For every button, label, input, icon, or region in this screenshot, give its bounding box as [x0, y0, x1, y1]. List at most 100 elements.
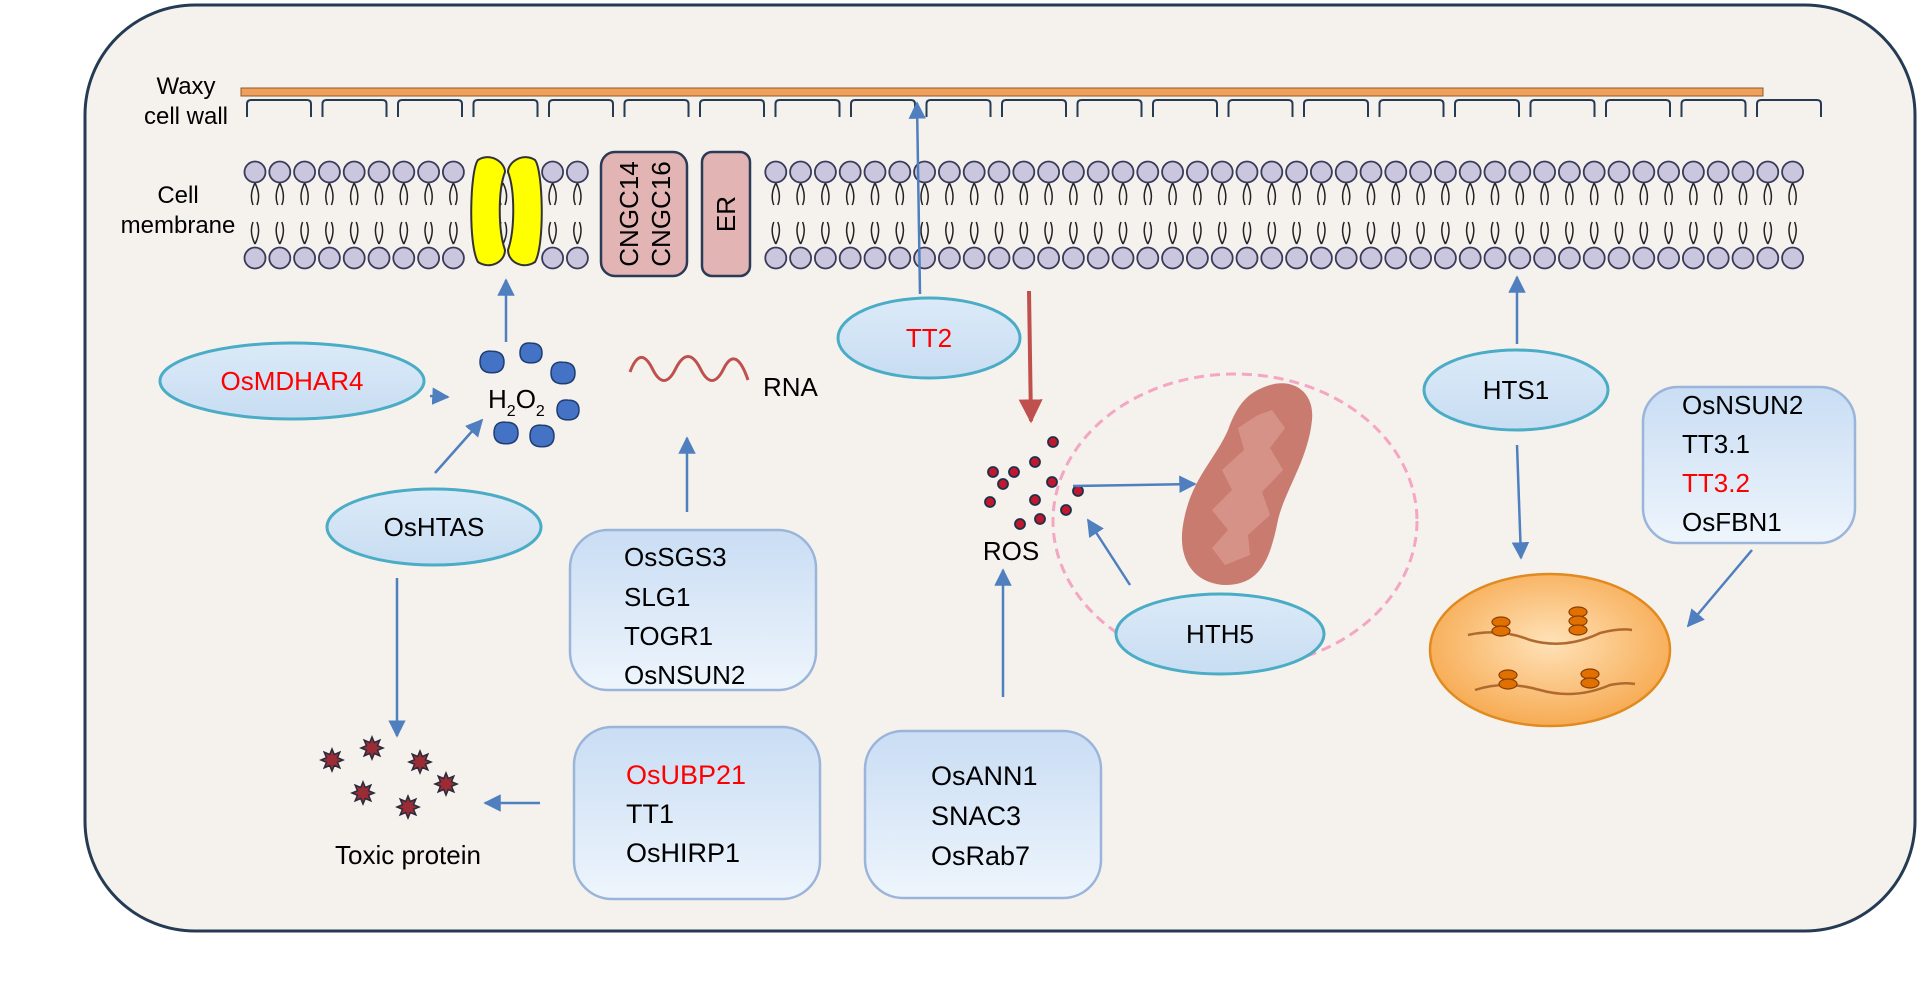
lipid-tail-bottom	[895, 221, 905, 245]
lipid-tail-bottom	[1416, 221, 1425, 245]
lipid-tail-top	[1788, 182, 1797, 206]
lipid-tail-top	[969, 182, 979, 206]
h2o2-blob	[519, 342, 543, 364]
lipid-head-bottom	[814, 246, 837, 270]
ribosome-subunit	[1491, 625, 1511, 637]
lipid-head-bottom	[1682, 246, 1705, 270]
lipid-tail-top	[1738, 182, 1748, 206]
lipid-tail-bottom	[1763, 221, 1773, 245]
lipid-head-bottom	[1310, 246, 1333, 270]
lipid-head-top	[1607, 160, 1631, 184]
h2o2-o: O	[516, 384, 536, 414]
lipid-tail-bottom	[1565, 221, 1574, 245]
lipid-tail-bottom	[1441, 221, 1450, 245]
rna-box-item-3: TOGR1	[624, 621, 713, 651]
lipid-tail-bottom	[424, 221, 433, 245]
arrow-hts1-to-ribosome	[1511, 444, 1530, 560]
ros-dot	[1047, 436, 1059, 448]
lipid-tail-bottom	[1540, 221, 1549, 245]
cell-wall-compartment	[774, 99, 841, 117]
tt2-ellipse	[836, 296, 1022, 380]
ros-label: ROS	[983, 536, 1039, 566]
lipid-tail-bottom	[1193, 221, 1202, 245]
lipid-tail-bottom	[1019, 221, 1029, 245]
lipid-head-top	[1434, 160, 1457, 184]
lipid-head-bottom	[268, 246, 292, 270]
lipid-head-top	[1508, 160, 1532, 184]
lipid-tail-bottom	[1664, 221, 1673, 245]
lipid-tail-bottom	[1143, 221, 1153, 245]
lipid-head-bottom	[1483, 246, 1507, 270]
ros-regulator-box	[863, 729, 1103, 900]
ros-dot	[1060, 504, 1072, 516]
lipid-head-bottom	[1409, 246, 1432, 270]
toxic-protein-star	[395, 794, 421, 820]
lipid-tail-top	[1168, 182, 1177, 206]
rna-box-item-2: SLG1	[624, 582, 691, 612]
ribosome-box-item-1: OsNSUN2	[1682, 390, 1803, 420]
lipid-head-bottom	[838, 246, 862, 270]
lipid-head-bottom	[1508, 246, 1532, 270]
ribosome-compartment	[1428, 572, 1672, 728]
lipid-tail-bottom	[1713, 221, 1723, 245]
lipid-head-top	[367, 160, 391, 184]
lipid-head-top	[938, 160, 961, 184]
lipid-head-top	[1334, 160, 1358, 184]
lipid-head-top	[1012, 160, 1036, 184]
lipid-tail-top	[1441, 182, 1450, 206]
cell-wall-compartment	[925, 99, 992, 117]
lipid-head-bottom	[863, 246, 887, 270]
h2o2-sub-2a: 2	[507, 403, 516, 420]
lipid-head-top	[1086, 160, 1110, 184]
lipid-tail-bottom	[1044, 221, 1053, 245]
lipid-head-bottom	[1012, 246, 1036, 270]
lipid-head-top	[566, 160, 589, 184]
lipid-head-bottom	[1334, 246, 1358, 270]
lipid-head-top	[962, 160, 986, 184]
h2o2-blob	[493, 421, 519, 445]
mitochondrion	[1181, 383, 1313, 585]
lipid-tail-top	[1044, 182, 1053, 206]
lipid-tail-top	[1193, 182, 1202, 206]
lipid-head-top	[1458, 160, 1482, 184]
lipid-tail-bottom	[1217, 221, 1227, 245]
lipid-tail-bottom	[1788, 221, 1797, 245]
lipid-tail-bottom	[1267, 221, 1277, 245]
lipid-tail-bottom	[1738, 221, 1748, 245]
lipid-tail-bottom	[870, 221, 880, 245]
ribosome-clusters	[1491, 606, 1600, 690]
lipid-head-top	[1706, 160, 1730, 184]
lipid-tail-bottom	[821, 221, 830, 245]
lipid-tail-top	[920, 182, 929, 206]
lipid-tail-bottom	[548, 221, 557, 245]
lipid-head-bottom	[1458, 246, 1482, 270]
lipid-tail-top	[895, 182, 905, 206]
lipid-head-bottom	[987, 246, 1011, 270]
arrow-oshtas-to-h2o2	[434, 418, 484, 474]
pathway-arrows	[388, 101, 1753, 812]
lipid-head-top	[1632, 160, 1656, 184]
lipid-head-top	[1210, 160, 1234, 184]
lipid-tail-top	[1713, 182, 1723, 206]
ribosome-box-item-4: OsFBN1	[1682, 507, 1782, 537]
lipid-tail-top	[573, 182, 582, 206]
waxy-cell-wall-bar	[240, 87, 1764, 97]
lipid-tail-bottom	[994, 221, 1004, 245]
arrow-ros-to-mitochondrion	[1072, 475, 1197, 494]
lipid-head-top	[1781, 160, 1804, 184]
lipid-tails	[250, 182, 1797, 245]
lipid-tail-top	[1664, 182, 1673, 206]
lipid-tail-top	[399, 182, 409, 206]
lipid-tail-bottom	[300, 221, 309, 245]
lipid-head-bottom	[1706, 246, 1730, 270]
ribosome-box-item-3: TT3.2	[1682, 468, 1750, 498]
cell-wall-compartment	[1454, 99, 1520, 117]
ros-dot	[1029, 494, 1041, 506]
rna-label: RNA	[763, 372, 819, 402]
lipid-tail-bottom	[771, 221, 781, 245]
lipid-head-top	[1682, 160, 1705, 184]
lipid-head-bottom	[1186, 246, 1209, 270]
lipid-head-bottom	[392, 246, 416, 270]
h2o2-blob	[556, 399, 580, 421]
